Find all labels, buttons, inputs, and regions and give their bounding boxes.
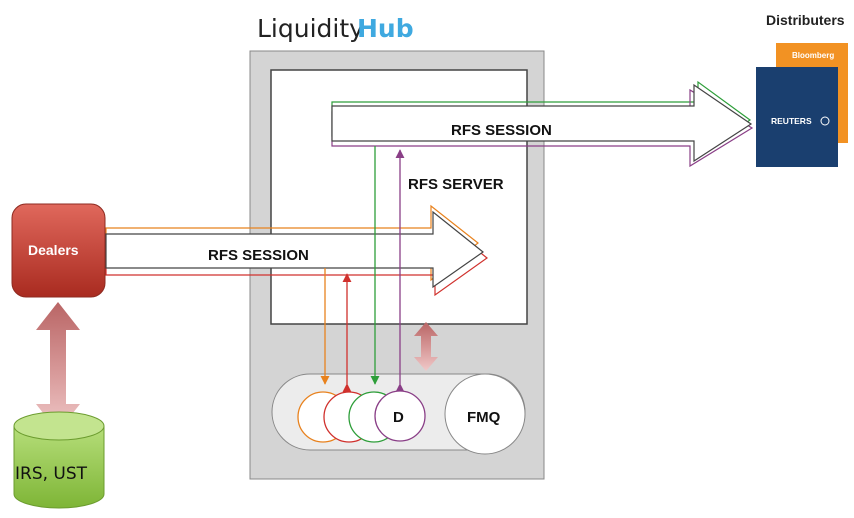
- rfs-server-label: RFS SERVER: [408, 176, 504, 193]
- dealers-db-double-arrow: [36, 302, 80, 432]
- dealers-label: Dealers: [28, 242, 79, 258]
- database-top: [13, 411, 105, 441]
- reuters-label: REUTERS: [771, 116, 812, 126]
- distributors-title: Distributers: [766, 12, 845, 28]
- fmq-circle: [444, 373, 526, 455]
- reuters-dots-icon: [820, 116, 830, 126]
- database-label: IRS, UST: [15, 464, 88, 484]
- bloomberg-label: Bloomberg: [792, 51, 834, 60]
- top-session-label: RFS SESSION: [451, 122, 552, 139]
- bottom-session-arrow: [105, 210, 485, 289]
- queue-circle-purple: [374, 390, 426, 442]
- server-queue-double-arrow: [414, 322, 438, 371]
- bottom-session-label: RFS SESSION: [208, 247, 309, 264]
- dealers-box: [11, 203, 106, 298]
- database-body: [13, 426, 105, 509]
- logo-liquidity: Liquidity: [257, 14, 364, 43]
- fmq-label: FMQ: [467, 409, 501, 426]
- top-session-arrow: [331, 83, 753, 163]
- logo-hub: Hub: [357, 14, 414, 43]
- queue-circle-label: D: [393, 409, 404, 426]
